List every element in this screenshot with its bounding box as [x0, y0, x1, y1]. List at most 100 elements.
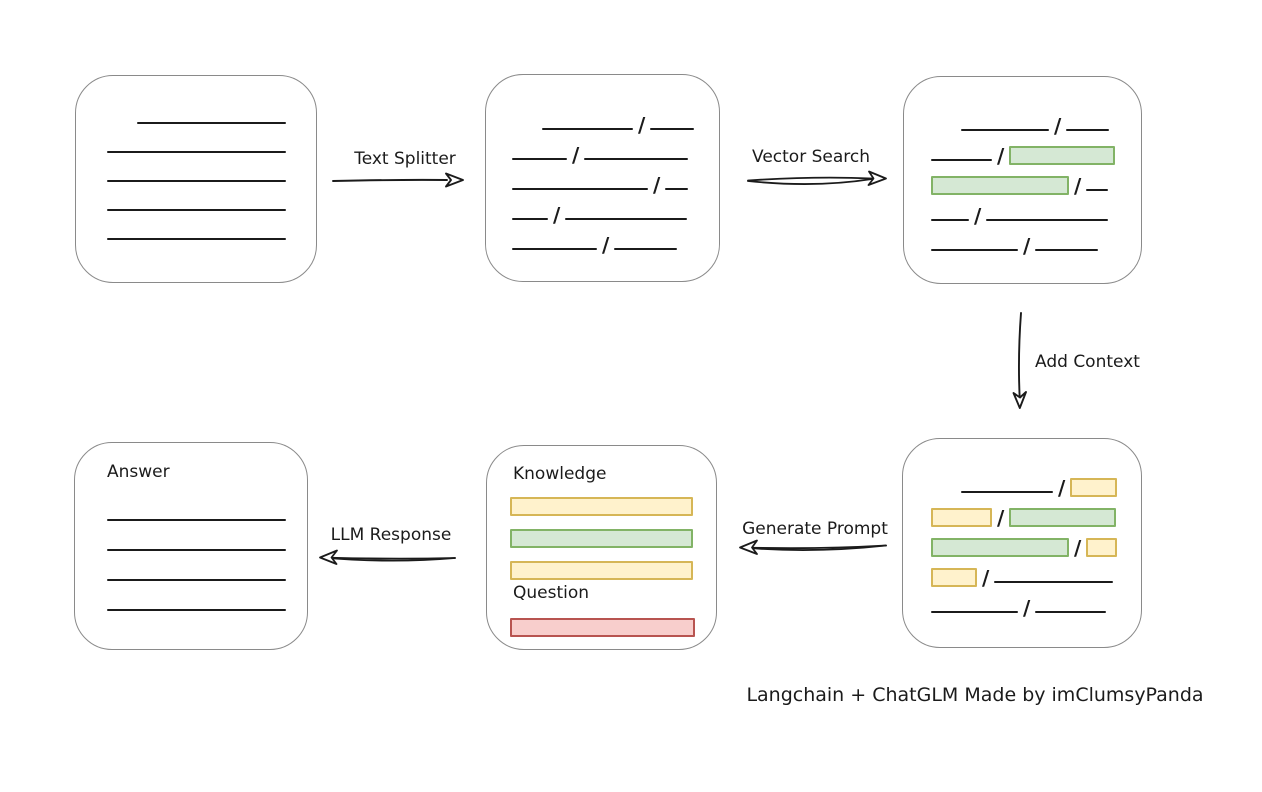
text-line: [584, 158, 689, 160]
prompt-box: Knowledge Question: [486, 445, 717, 650]
question-bar: [510, 618, 695, 650]
slash-separator: /: [1054, 114, 1062, 138]
slash-separator: /: [1023, 234, 1031, 258]
text-line: [614, 248, 678, 250]
add-context-label: Add Context: [1035, 352, 1140, 372]
text-line: [931, 219, 969, 221]
text-line: [1066, 129, 1110, 131]
question-label: Question: [513, 583, 590, 603]
yellow-highlight-bar: [1070, 478, 1118, 497]
green-highlight-bar: [931, 176, 1069, 195]
answer-box: Answer: [74, 442, 308, 650]
answer-lines: [107, 496, 286, 616]
document-lines: [107, 100, 286, 245]
text-line: [107, 549, 286, 551]
content-row: /: [931, 136, 1116, 168]
text-line: [512, 188, 648, 190]
content-row: /: [512, 225, 694, 255]
content-row: [510, 618, 695, 650]
content-row: /: [512, 195, 694, 225]
text-line: [107, 609, 286, 611]
yellow-highlight-bar: [931, 568, 977, 587]
content-row: /: [542, 105, 695, 135]
content-row: /: [931, 166, 1115, 196]
text-line: [107, 209, 286, 211]
text-line: [542, 128, 633, 130]
content-row: [107, 496, 286, 526]
vector-search-arrow: [747, 170, 887, 186]
slash-separator: /: [1074, 536, 1082, 560]
content-row: /: [512, 165, 694, 195]
text-line: [107, 519, 286, 521]
content-row: /: [512, 135, 694, 165]
text-line: [107, 180, 286, 182]
green-highlight-bar: [931, 538, 1069, 557]
red-highlight-bar: [510, 618, 695, 637]
slash-separator: /: [553, 203, 561, 227]
text-line: [1035, 249, 1099, 251]
content-row: /: [931, 528, 1118, 560]
yellow-highlight-bar: [510, 561, 693, 580]
content-row: [107, 158, 286, 187]
slash-separator: /: [1023, 596, 1031, 620]
text-line: [1035, 611, 1107, 613]
slash-separator: /: [572, 143, 580, 167]
content-row: /: [931, 498, 1117, 528]
text-line: [107, 238, 286, 240]
context-rows: /////: [931, 468, 1118, 618]
text-line: [512, 248, 597, 250]
vector-search-label: Vector Search: [752, 147, 870, 167]
text-line: [107, 579, 286, 581]
green-highlight-bar: [510, 529, 693, 548]
content-row: /: [931, 588, 1117, 618]
slash-separator: /: [1058, 476, 1066, 500]
slash-separator: /: [1074, 174, 1082, 198]
text-line: [107, 151, 286, 153]
text-line: [931, 249, 1018, 251]
chunk-rows: /////: [512, 105, 695, 255]
answer-label: Answer: [107, 462, 170, 482]
text-line: [931, 159, 992, 161]
content-row: [510, 561, 693, 593]
generate-prompt-arrow: [739, 539, 887, 555]
generate-prompt-label: Generate Prompt: [742, 519, 888, 539]
text-line: [1086, 189, 1109, 191]
content-row: [107, 556, 286, 586]
llm-response-label: LLM Response: [330, 525, 452, 545]
yellow-highlight-bar: [510, 497, 693, 516]
document-box: [75, 75, 317, 283]
content-row: /: [931, 558, 1117, 588]
knowledge-label: Knowledge: [513, 464, 607, 484]
content-row: /: [931, 226, 1115, 256]
green-highlight-bar: [1009, 146, 1116, 165]
add-context-arrow: [1012, 312, 1027, 409]
slash-separator: /: [602, 233, 610, 257]
llm-response-arrow: [319, 549, 456, 565]
text-line: [961, 129, 1049, 131]
content-row: [510, 529, 693, 561]
search-result-rows: /////: [931, 106, 1116, 256]
slash-separator: /: [997, 506, 1005, 530]
content-row: [107, 129, 286, 158]
slash-separator: /: [997, 144, 1005, 168]
yellow-highlight-bar: [931, 508, 992, 527]
yellow-highlight-bar: [1086, 538, 1118, 557]
text-splitter-arrow: [332, 172, 464, 188]
text-line: [565, 218, 688, 220]
context-box: /////: [902, 438, 1142, 648]
content-row: [107, 526, 286, 556]
text-splitter-label: Text Splitter: [354, 149, 456, 169]
content-row: [107, 586, 286, 616]
knowledge-bars: [510, 497, 693, 593]
text-line: [512, 218, 548, 220]
content-row: /: [931, 196, 1115, 226]
text-line: [961, 491, 1053, 493]
text-line: [665, 188, 689, 190]
content-row: [137, 100, 286, 129]
green-highlight-bar: [1009, 508, 1117, 527]
vector-search-results-box: /////: [903, 76, 1142, 284]
content-row: [510, 497, 693, 529]
content-row: [107, 216, 286, 245]
content-row: [107, 187, 286, 216]
content-row: /: [961, 106, 1115, 136]
